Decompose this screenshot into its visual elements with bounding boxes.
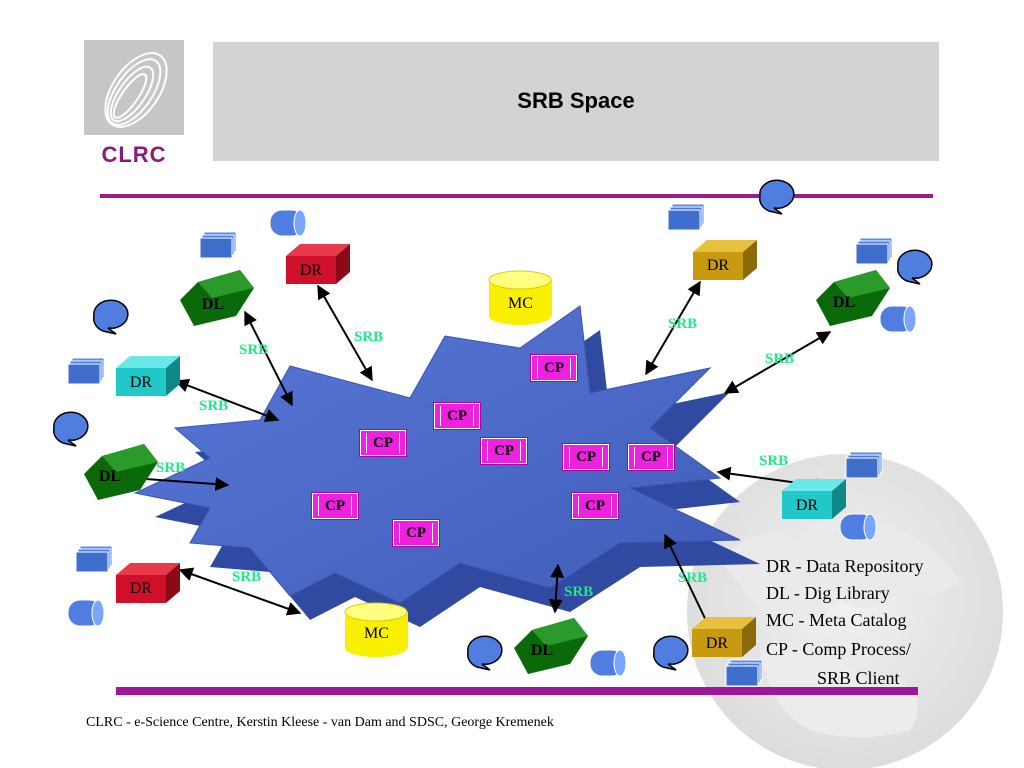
node-label-mc: MC (508, 295, 533, 312)
mc-cylinder-top (488, 270, 552, 325)
legend-item: MC - Meta Catalog (766, 610, 907, 630)
arrow-dr-top (317, 284, 373, 382)
cp-box: CP (433, 402, 481, 430)
legend-item: DL - Dig Library (766, 583, 890, 603)
disk-icons (67, 209, 917, 677)
top-divider (100, 194, 933, 198)
arrow-dr-left (174, 378, 280, 423)
cp-box: CP (311, 492, 359, 520)
arrow-dl-bottom (548, 563, 565, 614)
node-label-mc: MC (364, 625, 389, 642)
dr-box-right-mid (782, 479, 846, 519)
srb-label: SRB (239, 342, 269, 358)
srb-label: SRB (199, 398, 229, 414)
cp-box: CP (562, 443, 610, 471)
node-label-dr: DR (705, 635, 729, 652)
cp-box: CP (627, 443, 675, 471)
dr-box-top (286, 244, 350, 284)
speech-bubble-icons (52, 179, 933, 671)
dr-box-right-top (693, 240, 757, 280)
node-label-dl: DL (201, 296, 225, 313)
footer-credits: CLRC - e-Science Centre, Kerstin Kleese … (86, 715, 554, 730)
node-label-dr: DR (129, 580, 153, 597)
arrow-dr-left-bottom (178, 567, 302, 616)
cp-box: CP (571, 492, 619, 520)
srb-label: SRB (354, 329, 384, 345)
legend-item: SRB Client (817, 668, 900, 688)
srb-label: SRB (759, 453, 789, 469)
dr-box-left-bottom (116, 563, 180, 603)
page-title: SRB Space (517, 88, 635, 113)
arrow-dl-left-top (244, 310, 293, 407)
legend-item: CP - Comp Process/ (766, 639, 911, 659)
node-label-dr: DR (795, 497, 819, 514)
dl-block-left-top (180, 270, 254, 326)
node-label-dl: DL (98, 468, 122, 485)
node-label-dr: DR (299, 262, 323, 279)
dr-box-left (116, 356, 180, 396)
cp-box: CP (392, 519, 440, 547)
node-label-dr: DR (129, 374, 153, 391)
node-label-dr: DR (706, 257, 730, 274)
legend-item: DR - Data Repository (766, 556, 924, 576)
arrow-dr-bottom-right (664, 533, 713, 635)
dl-block-bottom (514, 618, 588, 674)
arrow-dr-right-top (645, 280, 701, 376)
cp-box: CP (530, 354, 578, 382)
title-banner (213, 42, 939, 161)
srb-label: SRB (668, 316, 698, 332)
node-label-dl: DL (832, 294, 856, 311)
node-label-dl: DL (530, 642, 554, 659)
dl-block-left-mid (84, 444, 158, 500)
srb-label: SRB (232, 569, 262, 585)
srb-label: SRB (678, 570, 708, 586)
dr-box-bottom-right (692, 617, 756, 657)
cp-box: CP (359, 429, 407, 457)
srb-label: SRB (564, 584, 594, 600)
srb-label: SRB (156, 460, 186, 476)
cp-box: CP (480, 437, 528, 465)
mc-cylinder-bottom (344, 602, 408, 657)
dl-block-right (816, 270, 890, 326)
bottom-divider (116, 687, 918, 695)
clrc-logo: CLRC (84, 40, 184, 170)
srb-label: SRB (765, 351, 795, 367)
document-stack-icons (67, 203, 893, 687)
arrow-dl-right (723, 331, 832, 394)
